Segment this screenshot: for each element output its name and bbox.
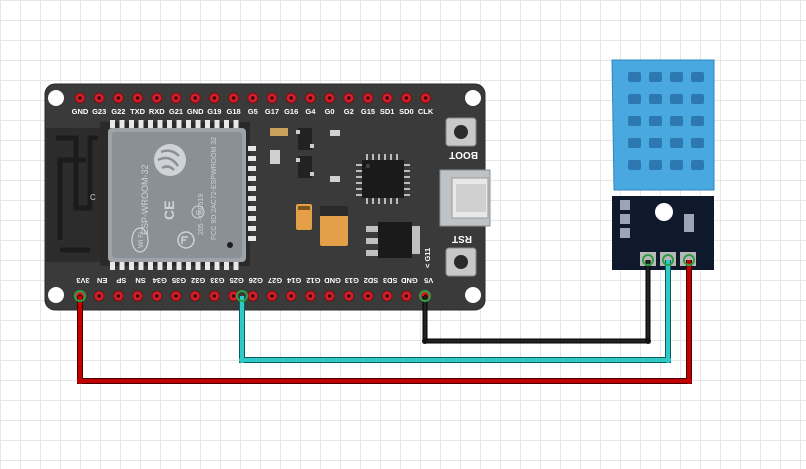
svg-text:Wi Fi: Wi Fi <box>138 232 145 248</box>
dht11-sensor <box>611 59 715 270</box>
top-pin-label: G2 <box>344 107 354 116</box>
esp-wroom-module: ESP-WROOM-32 205 - 000519 FCC 9D:2AC72-E… <box>100 120 256 270</box>
bottom-pin-label: EN <box>97 276 107 285</box>
mount-hole <box>465 287 481 303</box>
r-mark: R <box>196 210 203 215</box>
boot-label: BOOT <box>449 149 478 160</box>
top-pin-label: G0 <box>325 107 335 116</box>
top-pin-label: G5 <box>248 107 258 116</box>
rst-label: RST <box>452 233 472 244</box>
top-pin-label: GND <box>187 107 204 116</box>
top-pin-label: TXD <box>130 107 146 116</box>
reset-button[interactable] <box>445 247 477 277</box>
voltage-regulator <box>366 222 420 258</box>
top-pin-label: SD0 <box>399 107 414 116</box>
bottom-pin-label: G26 <box>249 276 263 285</box>
top-pin-label: CLK <box>418 107 434 116</box>
ce-mark: CE <box>161 201 177 220</box>
usb-uart-chip <box>356 154 410 204</box>
wiring <box>74 254 695 384</box>
module-name: ESP-WROOM-32 <box>140 164 150 235</box>
top-pin-label: G17 <box>265 107 279 116</box>
micro-usb-port[interactable] <box>439 169 491 227</box>
bottom-pin-label: V5 <box>424 276 433 285</box>
cert-code: 205 - 000519 <box>198 194 205 235</box>
top-pin-label: RXD <box>149 107 165 116</box>
data-wire[interactable] <box>240 260 670 362</box>
esp32-board: C ESP-WROOM-32 205 - 000519 FCC 9D:2AC72… <box>44 83 491 311</box>
top-pin-label: G4 <box>305 107 316 116</box>
top-pin-header <box>74 92 432 104</box>
wifi-logo-icon: Wi Fi <box>131 227 149 253</box>
bottom-pin-label: SD2 <box>364 276 379 285</box>
fcc-id: FCC 9D:2AC72-ESPWROOM 32 <box>211 137 218 240</box>
bottom-pin-label: SD3 <box>383 276 398 285</box>
espressif-logo-icon <box>154 144 186 176</box>
bottom-pin-label: SP <box>116 276 126 285</box>
top-pin-label: SD1 <box>380 107 395 116</box>
bottom-pin-label: G25 <box>230 276 244 285</box>
top-pin-label: G16 <box>284 107 298 116</box>
bottom-pin-label: G27 <box>268 276 282 285</box>
mount-hole <box>465 90 481 106</box>
top-pin-label: G22 <box>111 107 125 116</box>
bottom-pin-label: G34 <box>152 276 167 285</box>
mount-hole <box>655 203 673 221</box>
bottom-pin-label: G33 <box>210 276 224 285</box>
top-pin-label: GND <box>72 107 89 116</box>
bottom-pin-label: G32 <box>191 276 205 285</box>
sensor-grille <box>628 72 704 170</box>
bottom-pin-label: G35 <box>172 276 186 285</box>
bottom-pin-label: GND <box>324 276 341 285</box>
antenna: C <box>46 128 100 262</box>
boot-button[interactable] <box>445 117 477 147</box>
bottom-pin-label: GND <box>400 276 417 285</box>
bottom-pin-label: G13 <box>345 276 359 285</box>
g11-label: < G11 <box>423 248 432 268</box>
mount-hole <box>48 90 64 106</box>
power-wire[interactable] <box>78 260 691 383</box>
smd-components <box>270 128 348 246</box>
fcc-logo-icon <box>177 231 195 249</box>
top-pin-label: G15 <box>361 107 375 116</box>
bottom-pin-label: G14 <box>286 276 301 285</box>
top-pin-label: G23 <box>92 107 106 116</box>
top-pin-label: G21 <box>169 107 183 116</box>
ground-wire[interactable] <box>423 260 650 343</box>
top-pin-label: G18 <box>227 107 241 116</box>
antenna-mark: C <box>90 193 96 202</box>
top-pin-label: G19 <box>207 107 221 116</box>
bottom-pin-label: 3V3 <box>76 276 89 285</box>
bottom-pin-label: SN <box>135 276 145 285</box>
mount-hole <box>48 287 64 303</box>
bottom-pin-label: G12 <box>306 276 320 285</box>
